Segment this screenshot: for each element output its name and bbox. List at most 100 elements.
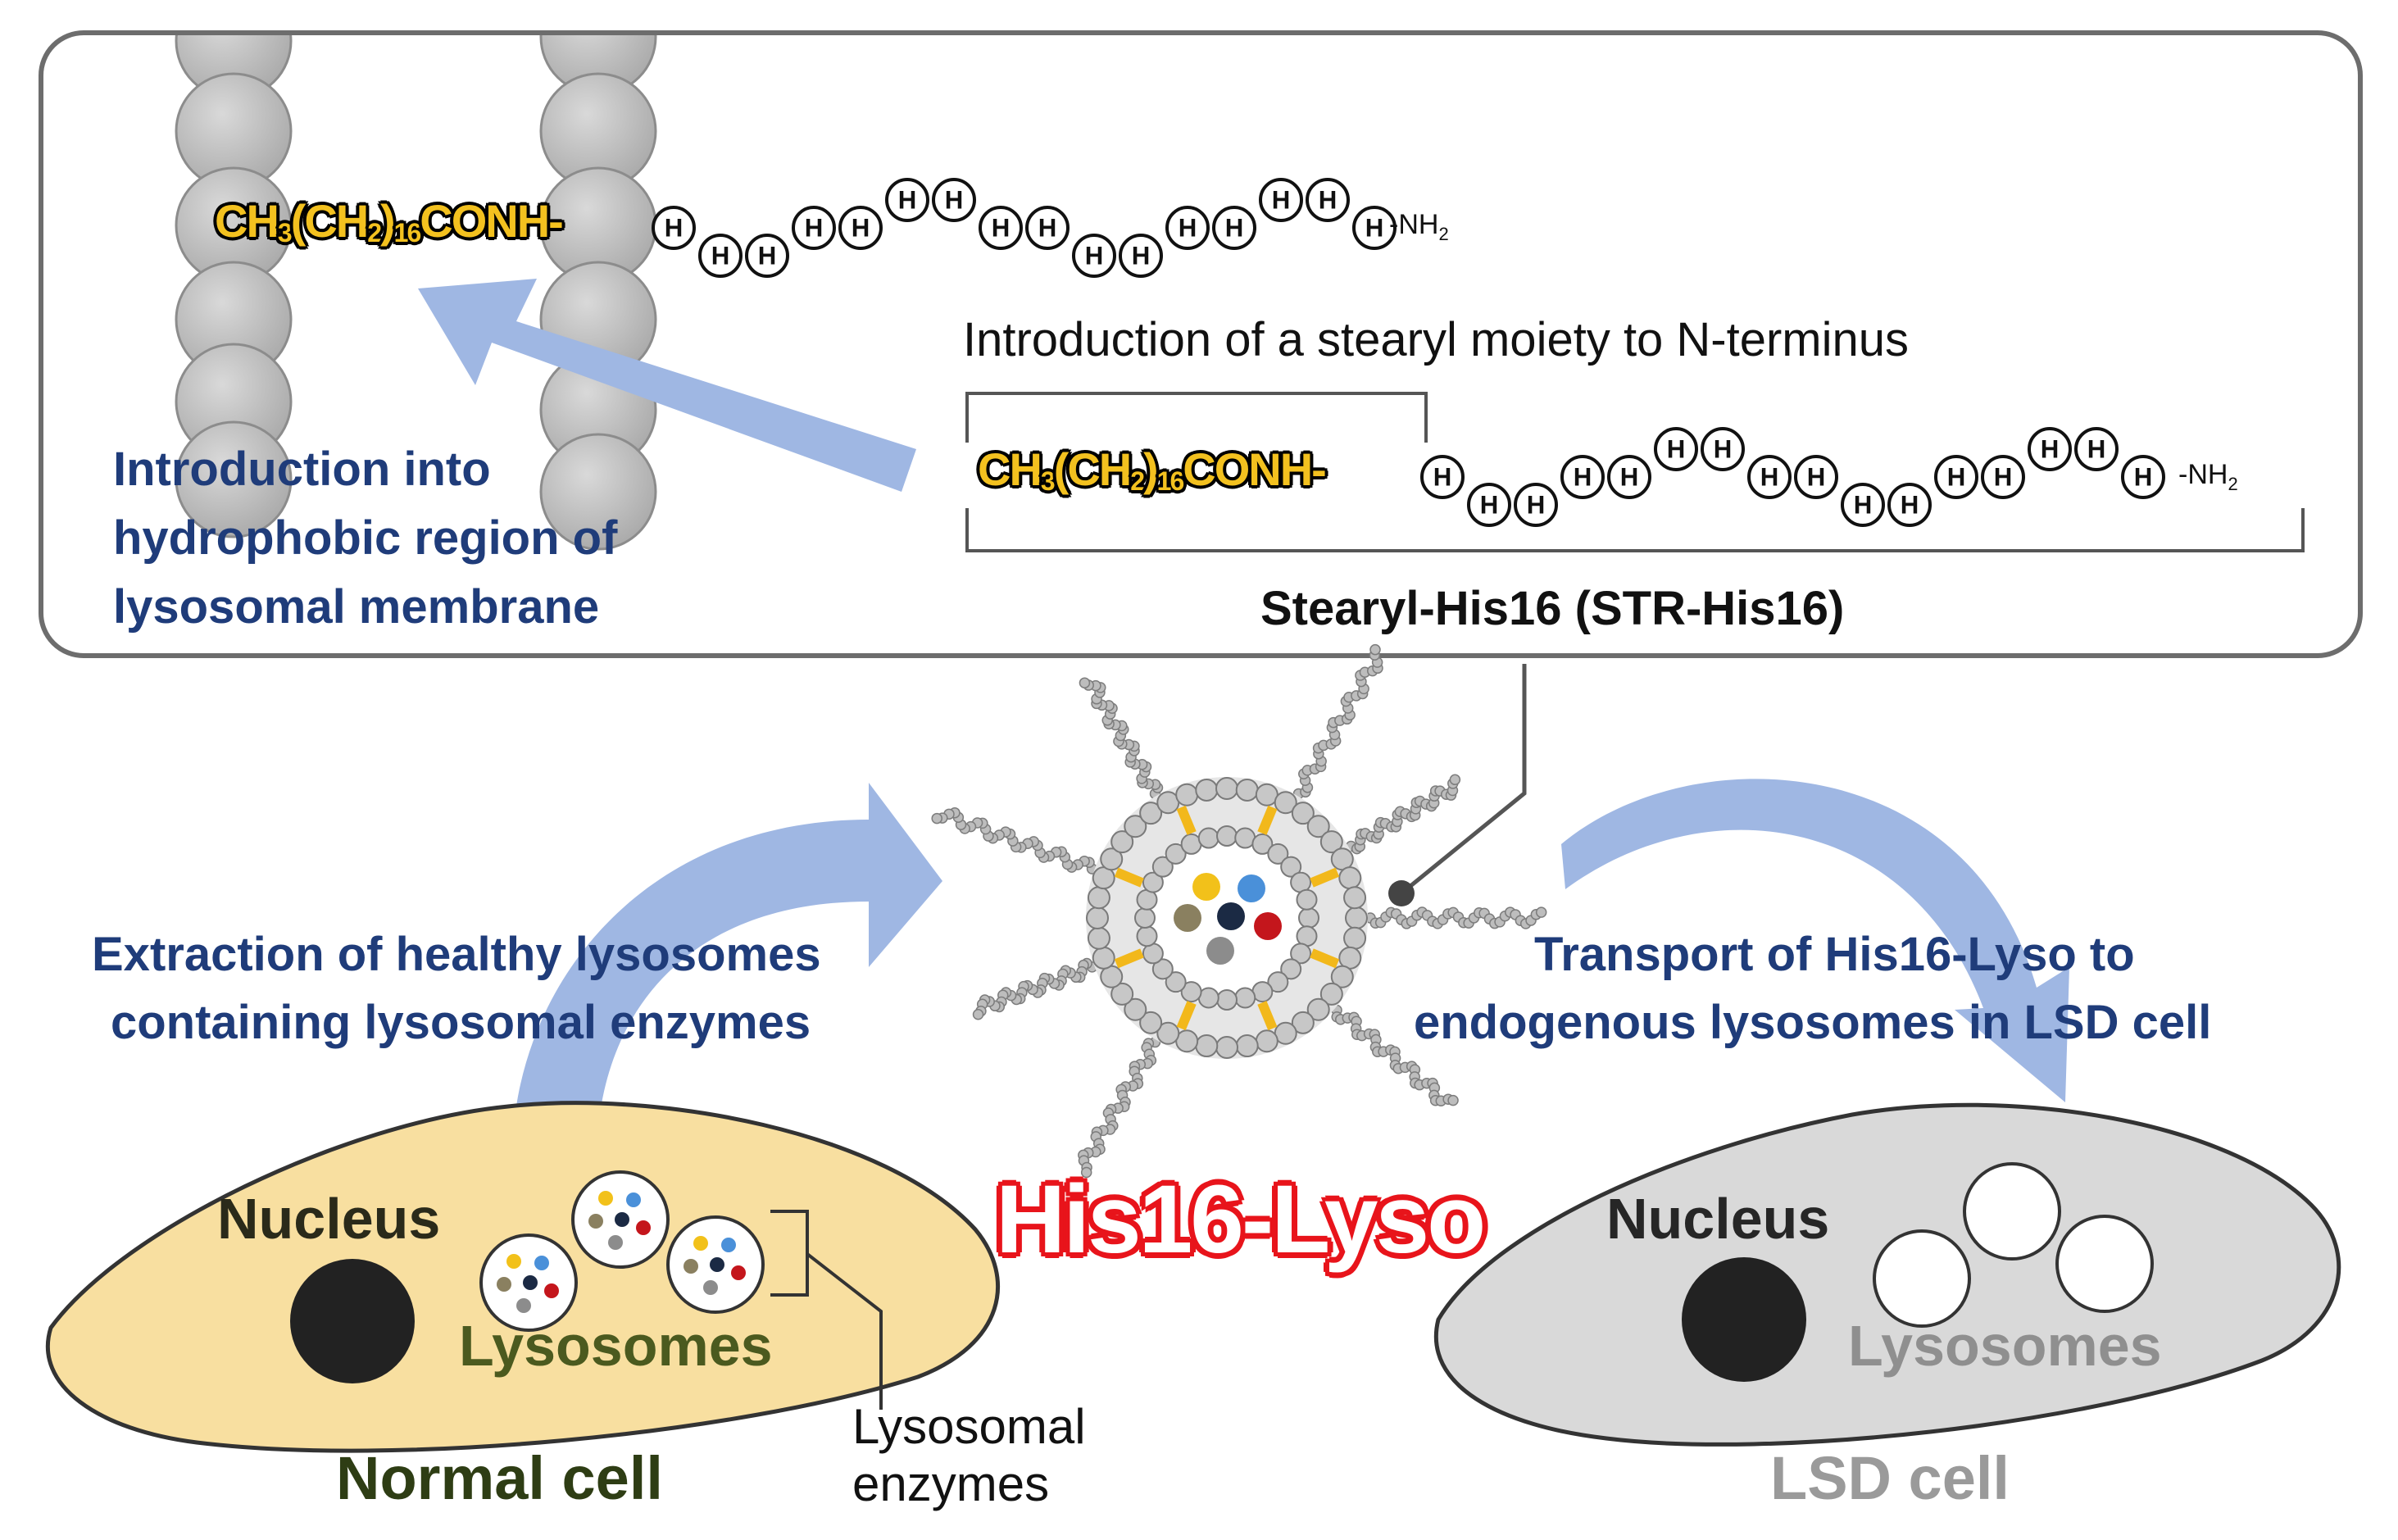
outer-lipid-bead xyxy=(1319,830,1343,854)
inner-lipid-bead xyxy=(1151,856,1174,878)
histidine-residue xyxy=(1701,427,1745,471)
enzyme-dot xyxy=(544,1283,559,1298)
extraction-arrow xyxy=(511,783,942,1202)
enzyme-dot xyxy=(516,1298,531,1313)
normal-cell-nucleus xyxy=(290,1259,415,1383)
peptide-tail-bead xyxy=(931,812,942,825)
lsd-nucleus-label: Nucleus xyxy=(1606,1187,1830,1251)
outer-lipid-bead xyxy=(1338,866,1362,890)
stearyl-anchor xyxy=(1310,948,1340,969)
enzyme-dot xyxy=(1238,874,1265,902)
enzyme-dot xyxy=(615,1212,629,1227)
histidine-symbol: H xyxy=(992,214,1011,243)
enzyme-dot xyxy=(608,1235,623,1250)
product-name: His16-Lyso xyxy=(996,1165,1486,1274)
histidine-residue xyxy=(1934,455,1978,499)
stearyl-anchor xyxy=(1257,1001,1278,1031)
stearyl-anchor xyxy=(1310,867,1340,888)
membrane-label-line: Introduction into xyxy=(113,443,491,496)
outer-lipid-bead xyxy=(1343,926,1367,950)
histidine-residue xyxy=(2074,427,2119,471)
stearyl-step-label: Introduction of a stearyl moiety to N-te… xyxy=(963,313,1910,366)
inner-lipid-bead xyxy=(1298,907,1319,929)
enzymes-bracket xyxy=(770,1210,809,1297)
outer-lipid-bead xyxy=(1124,997,1147,1021)
peptide-tail-bead xyxy=(1369,643,1381,656)
histidine-symbol: H xyxy=(2087,435,2106,464)
outer-lipid-bead xyxy=(1092,946,1115,970)
histidine-symbol: H xyxy=(1272,186,1291,215)
enzyme-dot xyxy=(1254,912,1282,940)
histidine-residue xyxy=(1654,427,1698,471)
histidine-residue xyxy=(1560,455,1605,499)
inner-lipid-bead xyxy=(1234,987,1256,1009)
inner-lipid-bead xyxy=(1142,871,1164,893)
outer-lipid-bead xyxy=(1215,1036,1238,1059)
enzyme-dot xyxy=(523,1275,538,1290)
inner-lipid-bead xyxy=(1216,825,1238,847)
histidine-symbol: H xyxy=(711,242,730,270)
histidine-residue xyxy=(1607,455,1651,499)
enzyme-dot xyxy=(626,1192,641,1207)
stearyl-formula-text: CH3(CH2)16CONH- xyxy=(978,443,1327,496)
enzymes-leader xyxy=(806,1252,883,1410)
histidine-residue xyxy=(1747,455,1792,499)
peptide-tail-bead xyxy=(1535,906,1547,918)
histidine-symbol: H xyxy=(852,214,870,243)
histidine-residue xyxy=(1072,234,1116,278)
peptide-tail-bead xyxy=(1079,677,1091,688)
inner-lipid-bead xyxy=(1151,958,1174,980)
lsd-empty-lysosome xyxy=(1873,1229,1971,1328)
histidine-residue xyxy=(838,206,883,250)
outer-lipid-bead xyxy=(1255,1029,1278,1053)
outer-lipid-bead xyxy=(1195,1034,1219,1058)
outer-lipid-bead xyxy=(1139,802,1163,825)
histidine-symbol: H xyxy=(1319,186,1338,215)
histidine-residue xyxy=(1794,455,1838,499)
histidine-symbol: H xyxy=(1527,491,1546,520)
enzyme-dot xyxy=(497,1277,511,1292)
his16-lyso-particle xyxy=(931,643,1547,1179)
histidine-symbol: H xyxy=(805,214,824,243)
inner-lipid-bead xyxy=(1290,943,1312,965)
outer-lipid-bead xyxy=(1291,802,1315,825)
enzymes-label-line: Lysosomal xyxy=(852,1399,1086,1454)
histidine-symbol: H xyxy=(1225,214,1244,243)
stearyl-anchor xyxy=(1114,948,1144,969)
histidine-residue xyxy=(1306,178,1350,222)
inner-lipid-bead xyxy=(1267,843,1289,865)
histidine-residue xyxy=(1514,483,1558,527)
amine-terminus-bottom: -NH2 xyxy=(2178,459,2238,494)
histidine-residue xyxy=(932,178,976,222)
extraction-label-line: Extraction of healthy lysosomes xyxy=(92,928,821,981)
outer-lipid-bead xyxy=(1175,783,1199,806)
lsd-cell-nucleus xyxy=(1682,1257,1806,1382)
enzyme-dot xyxy=(588,1214,603,1229)
peptide-tail-bead xyxy=(1449,774,1461,786)
membrane-label-line: hydrophobic region of xyxy=(113,511,618,565)
histidine-symbol: H xyxy=(1085,242,1104,270)
top-panel-frame xyxy=(39,30,2363,658)
stearyl-formula-text: CH3(CH2)16CONH- xyxy=(215,195,564,248)
outer-lipid-bead xyxy=(1087,886,1110,910)
peptide-tail-bead xyxy=(1447,1094,1459,1106)
lsd-lysosomes-label: Lysosomes xyxy=(1848,1314,2162,1378)
outer-lipid-bead xyxy=(1215,777,1238,800)
enzyme-dot xyxy=(721,1238,736,1252)
histidine-residue xyxy=(1259,178,1303,222)
enzyme-dot xyxy=(1174,904,1201,932)
normal-cell-title: Normal cell xyxy=(336,1444,663,1512)
inner-lipid-bead xyxy=(1134,907,1156,929)
histidine-symbol: H xyxy=(1480,491,1499,520)
lsd-empty-lysosome xyxy=(2055,1215,2154,1313)
histidine-residue xyxy=(1165,206,1210,250)
enzyme-dot xyxy=(731,1265,746,1280)
histidine-symbol: H xyxy=(1667,435,1686,464)
inner-lipid-bead xyxy=(1216,989,1238,1011)
histidine-symbol: H xyxy=(1365,214,1384,243)
histidine-symbol: H xyxy=(1901,491,1919,520)
transport-label-line: endogenous lysosomes in LSD cell xyxy=(1414,996,2212,1049)
outer-lipid-bead xyxy=(1306,815,1330,838)
extraction-label-line: containing lysosomal enzymes xyxy=(111,996,811,1049)
